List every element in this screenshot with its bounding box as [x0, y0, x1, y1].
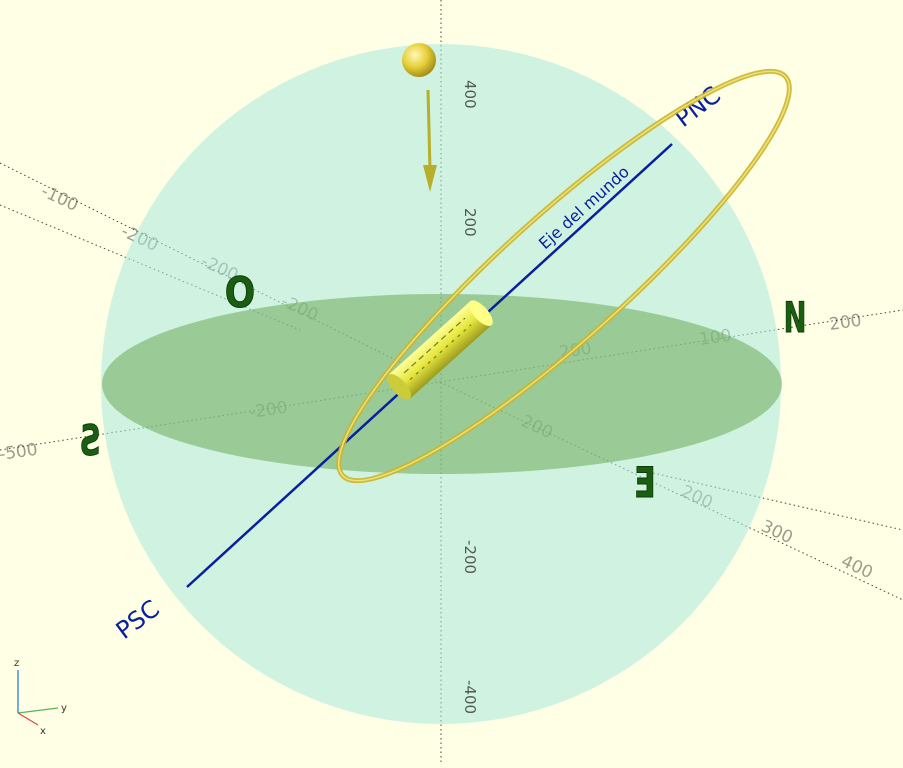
sun	[402, 43, 436, 77]
cardinal-west: O	[225, 269, 255, 317]
svg-text:-100: -100	[38, 181, 81, 215]
svg-text:-500: -500	[0, 440, 39, 465]
south-celestial-pole-label: PSC	[111, 594, 165, 644]
sun-orbit	[336, 68, 792, 484]
gizmo-z-label: z	[14, 658, 19, 669]
horizon-plane	[102, 294, 782, 474]
observer-tube	[387, 300, 493, 400]
cardinal-east: E	[634, 459, 656, 508]
gizmo-x-label: x	[40, 726, 46, 737]
axis-gizmo: z y x	[14, 658, 67, 737]
svg-text:400: 400	[838, 551, 876, 583]
tick-neg400: -400	[461, 680, 479, 714]
tick-200: 200	[461, 208, 479, 237]
cardinal-north: N	[784, 294, 807, 343]
svg-text:200: 200	[828, 311, 863, 335]
gizmo-y-label: y	[61, 703, 67, 714]
cardinal-south: S	[79, 416, 100, 466]
tick-400: 400	[461, 80, 479, 109]
cardinal-points: N S E O	[79, 269, 807, 508]
svg-text:300: 300	[758, 516, 796, 548]
tick-neg200: -200	[461, 540, 479, 574]
sun-direction-arrow	[423, 89, 437, 192]
vertical-axis-ticks: 400 200 -200 -400	[461, 80, 479, 714]
